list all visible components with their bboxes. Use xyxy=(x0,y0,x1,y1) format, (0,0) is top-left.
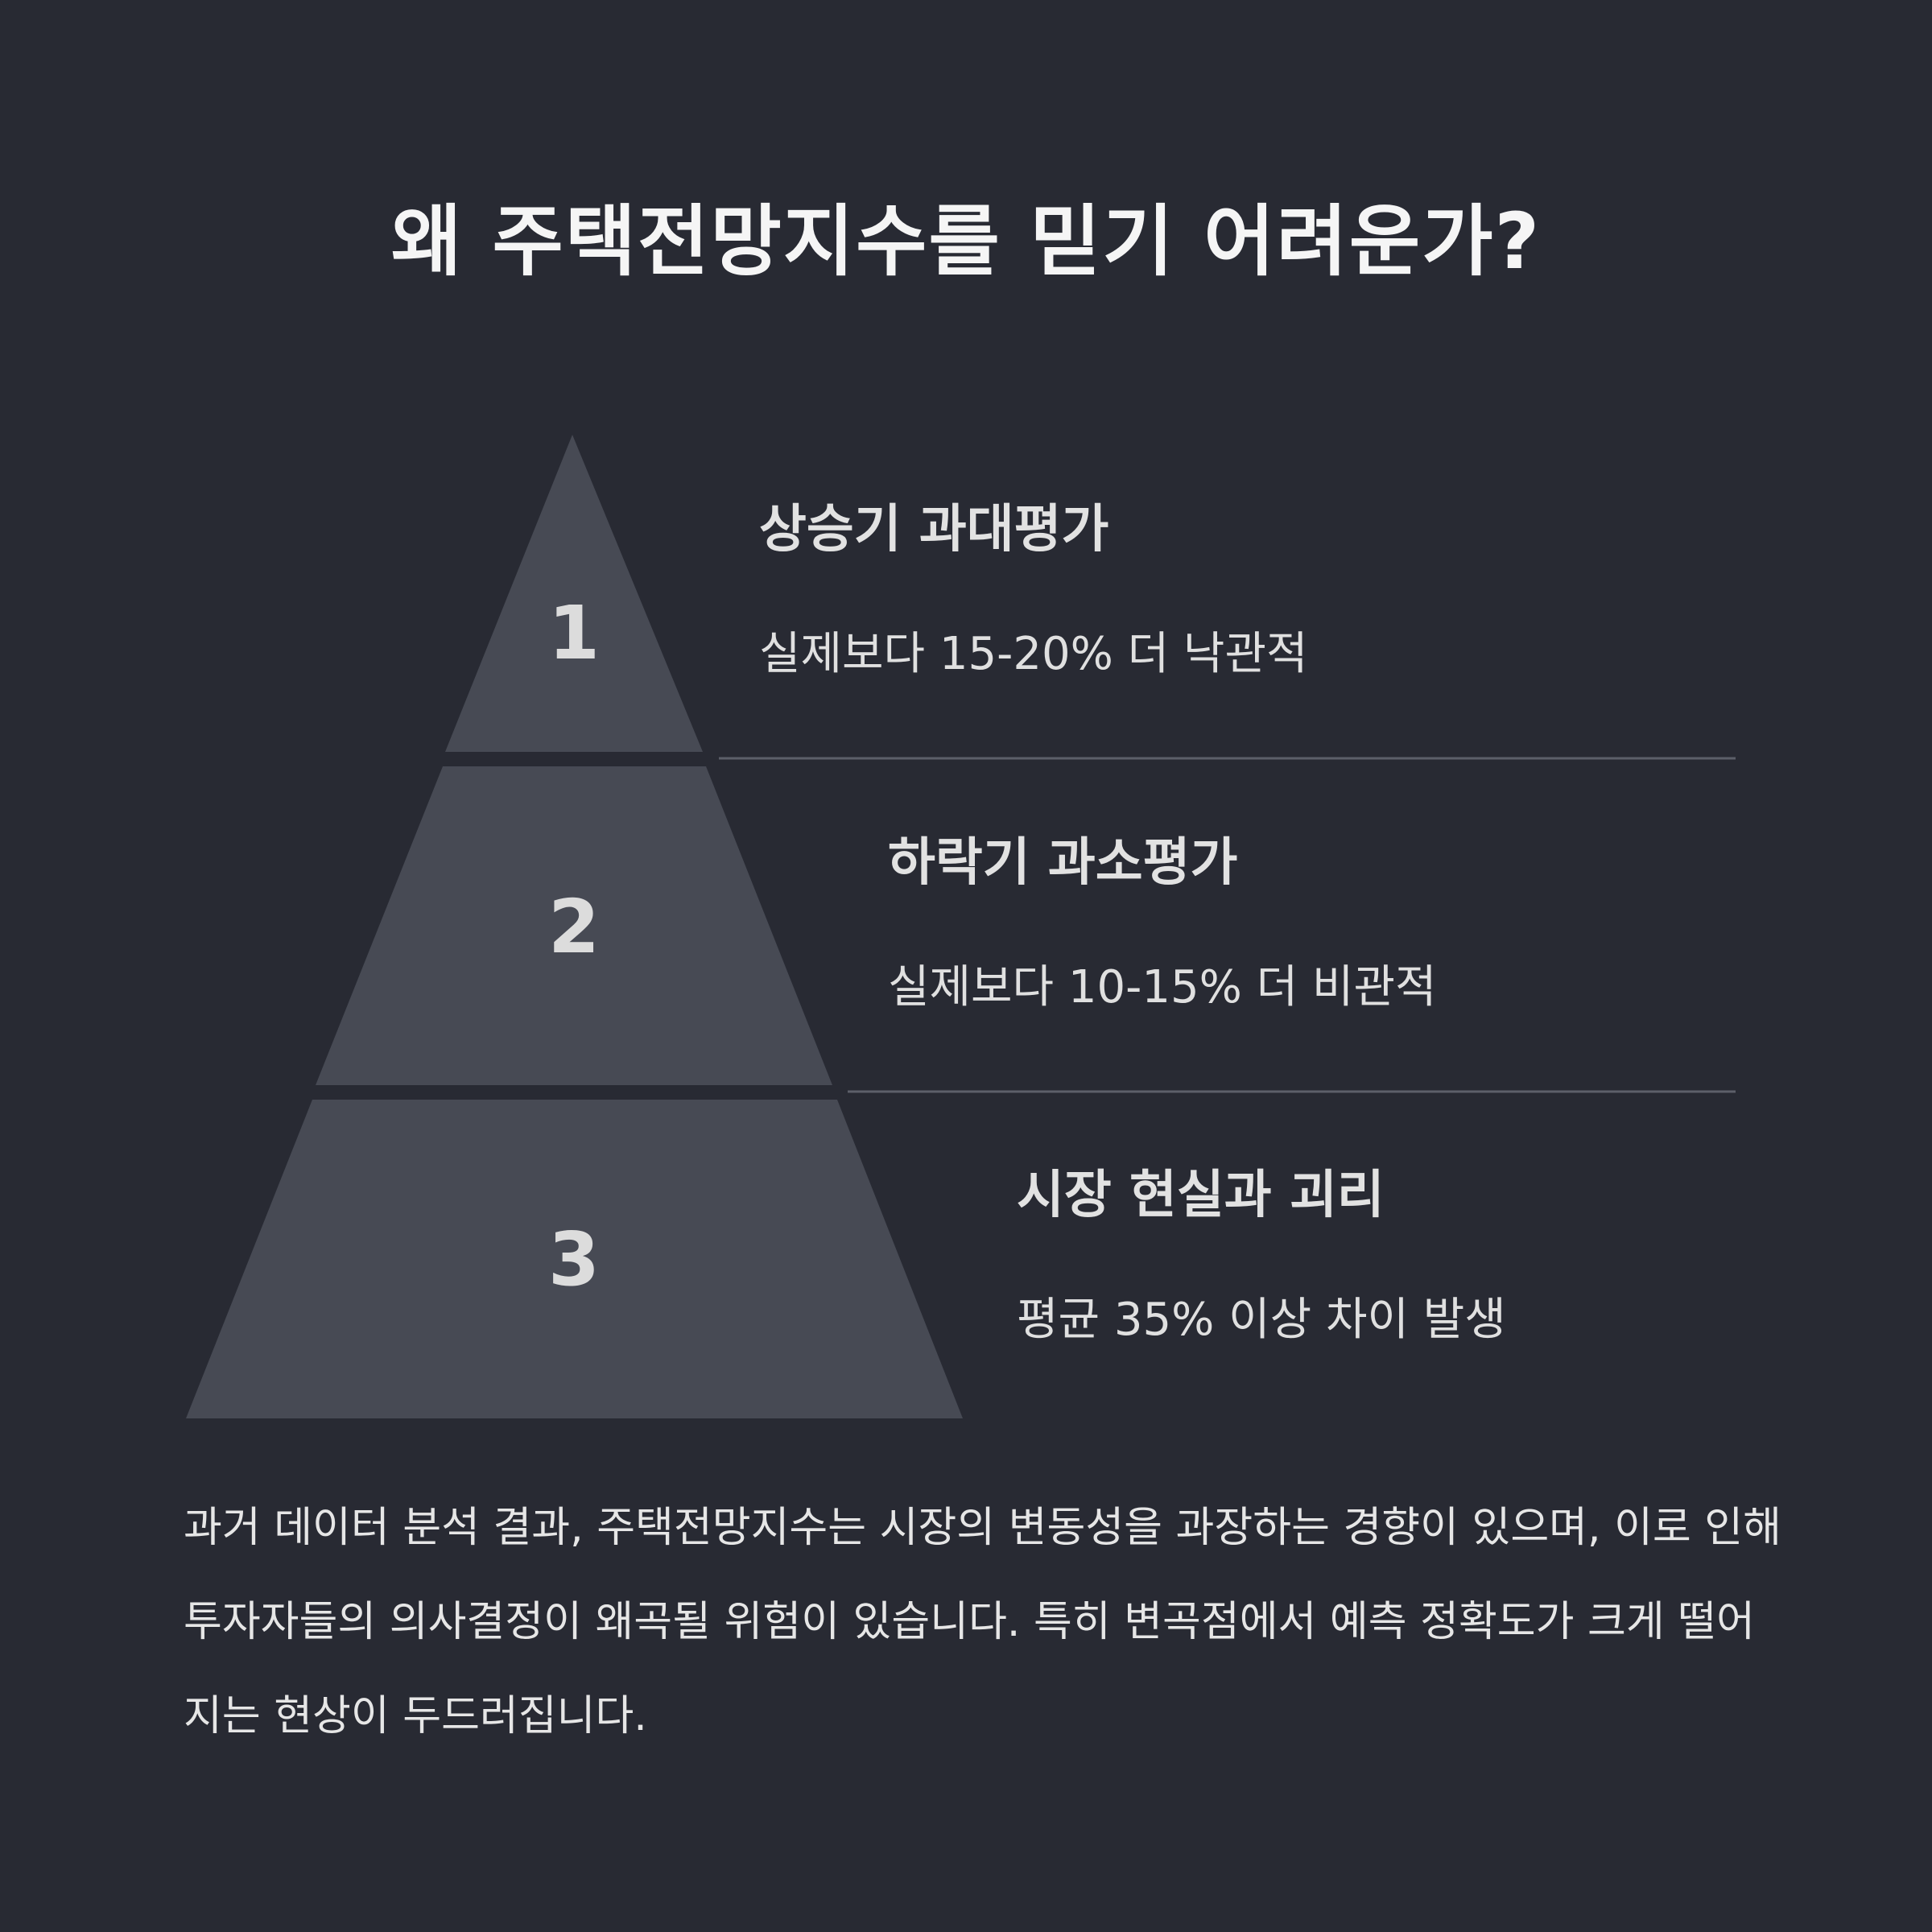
summary-paragraph: 과거 데이터 분석 결과, 주택전망지수는 시장의 변동성을 과장하는 경향이 … xyxy=(184,1504,1781,1740)
tier-3-label: 시장 현실과 괴리 평균 35% 이상 차이 발생 xyxy=(1017,1163,1506,1348)
tier-2-number: 2 xyxy=(548,884,600,970)
tier-1-title: 상승기 과대평가 xyxy=(759,500,1109,559)
tier-2-description: 실제보다 10-15% 더 비관적 xyxy=(888,961,1437,1013)
tier-1-label: 상승기 과대평가 실제보다 15-20% 더 낙관적 xyxy=(759,497,1308,683)
pyramid-tier-1 xyxy=(445,435,703,752)
tier-1-description: 실제보다 15-20% 더 낙관적 xyxy=(759,628,1308,680)
pyramid-tier-3 xyxy=(186,1100,963,1418)
tier-1-number: 1 xyxy=(548,590,600,676)
pyramid-tier-2 xyxy=(316,766,832,1085)
tier-3-description: 평균 35% 이상 차이 발생 xyxy=(1017,1294,1506,1346)
tier-2-title: 하락기 과소평가 xyxy=(888,833,1238,893)
page-title: 왜 주택전망지수를 믿기 어려운가? xyxy=(390,196,1542,287)
tier-3-number: 3 xyxy=(548,1216,600,1302)
tier-2-label: 하락기 과소평가 실제보다 10-15% 더 비관적 xyxy=(888,831,1437,1016)
tier-3-title: 시장 현실과 괴리 xyxy=(1017,1166,1385,1225)
